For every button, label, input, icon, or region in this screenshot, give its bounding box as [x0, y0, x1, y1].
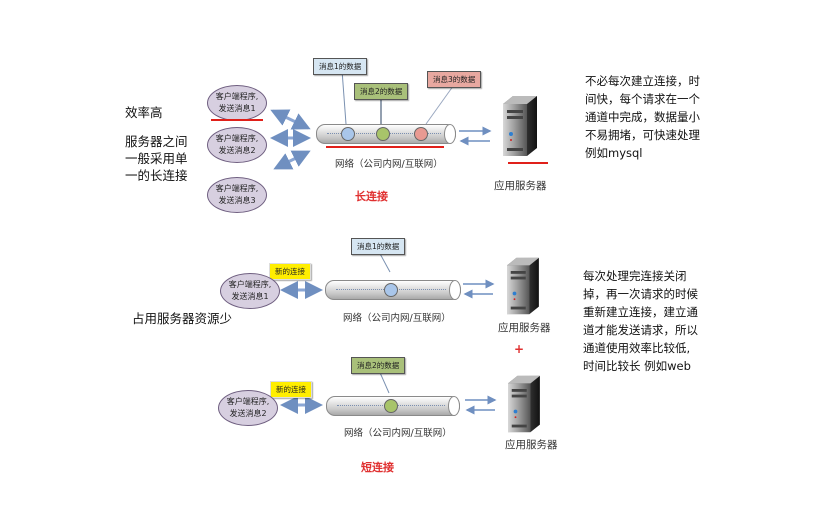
tag1-pointer: [341, 69, 347, 125]
short1-msg-tag: 消息1的数据: [351, 238, 406, 255]
long-side-desc-line: 一般采用单: [125, 151, 188, 166]
note-line: 例如mysql: [585, 146, 643, 160]
msg3-ball: [414, 127, 428, 141]
short1-new-conn-tag: 新的连接: [269, 263, 311, 280]
msg2-ball: [376, 127, 390, 141]
client-label: 发送消息3: [218, 196, 256, 205]
note-line: 通道使用效率比较低,: [583, 341, 691, 355]
tube-end: [449, 280, 461, 300]
short1-server-label: 应用服务器: [498, 322, 551, 334]
long-msg1-tag: 消息1的数据: [313, 58, 368, 75]
long-connection-title: 长连接: [355, 190, 388, 203]
client-label: 客户端程序,: [226, 397, 270, 406]
client1-arrow: [270, 109, 311, 130]
red-underline: [508, 162, 548, 164]
note-line: 间快，每个请求在一个: [585, 92, 700, 106]
short2-new-conn-tag: 新的连接: [270, 381, 312, 398]
long-side-desc-line: 服务器之间: [125, 134, 188, 149]
msg2-ball: [384, 399, 398, 413]
long-msg2-tag: 消息2的数据: [354, 83, 409, 100]
short1-network-tube: [325, 280, 461, 300]
long-msg3-tag: 消息3的数据: [427, 71, 482, 88]
note-line: 不易拥堵，可快速处理: [585, 128, 700, 142]
short2-server-label: 应用服务器: [505, 439, 558, 451]
long-side-title: 效率高: [125, 105, 163, 120]
msg1-ball: [341, 127, 355, 141]
note-line: 通道中完成，数据量小: [585, 110, 700, 124]
short2-network-tube: [326, 396, 460, 416]
long-side-desc: 服务器之间 一般采用单 一的长连接: [125, 133, 188, 184]
short2-msg-tag: 消息2的数据: [351, 357, 406, 374]
client-label: 客户端程序,: [215, 134, 259, 143]
red-underline: [326, 146, 444, 148]
note-line: 重新建立连接，建立通: [583, 305, 698, 319]
note-line: 道才能发送请求，所以: [583, 323, 698, 337]
short-side-desc: 占用服务器资源少: [132, 311, 233, 326]
long-client-2: 客户端程序, 发送消息2: [207, 127, 267, 163]
client-label: 发送消息2: [229, 409, 267, 418]
note-line: 时间比较长 例如web: [583, 359, 691, 373]
long-server-label: 应用服务器: [494, 180, 547, 192]
client3-arrow: [273, 150, 311, 170]
note-line: 每次处理完连接关闭: [583, 269, 687, 283]
red-underline: [211, 119, 263, 121]
short-note: 每次处理完连接关闭 掉，再一次请求的时候 重新建立连接，建立通 道才能发送请求，…: [583, 267, 698, 375]
long-note: 不必每次建立连接，时 间快，每个请求在一个 通道中完成，数据量小 不易拥堵，可快…: [585, 72, 700, 162]
client-label: 客户端程序,: [215, 184, 259, 193]
long-server-icon: [499, 94, 539, 158]
short2-client: 客户端程序, 发送消息2: [218, 390, 278, 426]
tube-end: [448, 396, 460, 416]
long-side-desc-line: 一的长连接: [125, 168, 188, 183]
short1-server-icon: [502, 256, 542, 320]
short-connection-title: 短连接: [361, 461, 394, 474]
note-line: 不必每次建立连接，时: [585, 74, 700, 88]
client-label: 客户端程序,: [228, 280, 272, 289]
long-network-label: 网络（公司内网/互联网）: [335, 159, 443, 170]
client-label: 发送消息2: [218, 146, 256, 155]
tag3-pointer: [425, 81, 457, 125]
short2-server-icon: [503, 374, 543, 438]
plus-sign: +: [514, 342, 525, 356]
short2-network-label: 网络（公司内网/互联网）: [344, 428, 452, 439]
tube-end: [444, 124, 456, 144]
long-network-tube: [316, 124, 456, 144]
client-label: 发送消息1: [218, 104, 256, 113]
long-client-3: 客户端程序, 发送消息3: [207, 177, 267, 213]
short1-client: 客户端程序, 发送消息1: [220, 273, 280, 309]
msg1-ball: [384, 283, 398, 297]
client-label: 客户端程序,: [215, 92, 259, 101]
short1-network-label: 网络（公司内网/互联网）: [343, 313, 451, 324]
note-line: 掉，再一次请求的时候: [583, 287, 698, 301]
client-label: 发送消息1: [231, 292, 269, 301]
long-client-1: 客户端程序, 发送消息1: [207, 85, 267, 121]
